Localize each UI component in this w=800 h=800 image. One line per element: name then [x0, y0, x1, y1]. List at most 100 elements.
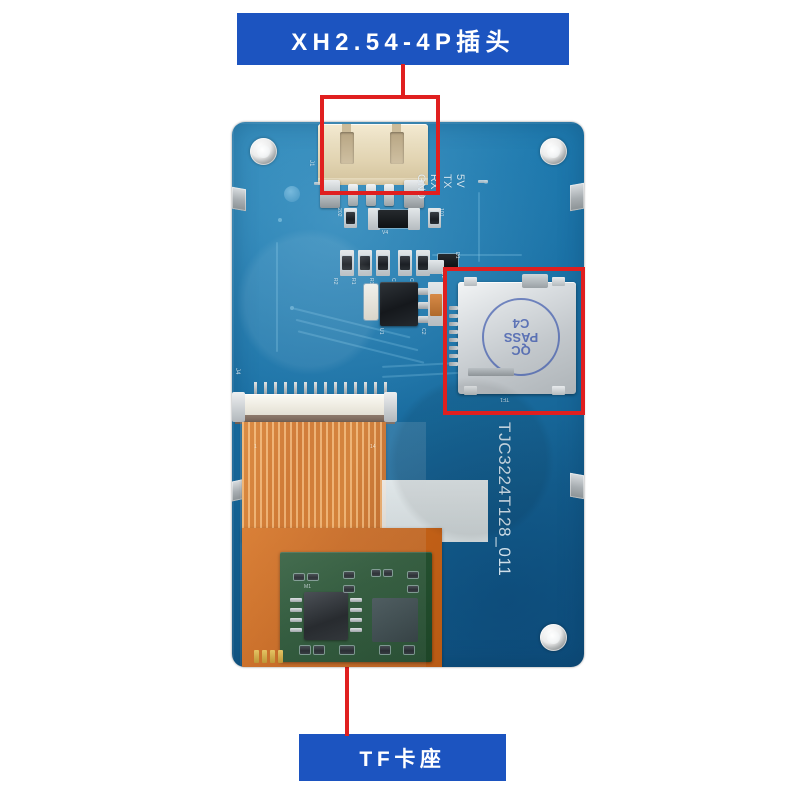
board-edge-top — [232, 122, 584, 124]
capacitor-tantalum — [364, 284, 378, 320]
ffc-pin-number-last: 14 — [370, 444, 376, 450]
u1-leg-1 — [418, 288, 434, 295]
edge-tab-right-upper — [570, 182, 584, 212]
fpc-ear-left — [232, 392, 245, 422]
capacitor-c1 — [400, 256, 410, 270]
silkscreen-v4: V4 — [382, 230, 389, 236]
gold-finger-3 — [270, 650, 275, 663]
tf-clip-top-left — [464, 277, 477, 286]
ic-leg-r4 — [350, 628, 362, 632]
tf-contact-6 — [449, 346, 458, 350]
gold-finger-4 — [278, 650, 283, 663]
silkscreen-j4: J4 — [234, 368, 240, 375]
silkscreen-r1: R1 — [350, 278, 356, 285]
silkscreen-pin-5v: 5V — [454, 174, 466, 188]
fpc-pin-12 — [364, 382, 367, 395]
tf-contact-3 — [449, 322, 458, 326]
lcd-smd-8 — [408, 586, 418, 592]
lcd-smd-4 — [372, 570, 380, 576]
highlight-box-connector — [320, 95, 440, 195]
ic-leg-l2 — [290, 608, 302, 612]
fpc-pin-4 — [284, 382, 287, 395]
ffc-ribbon-cable — [242, 422, 386, 542]
fpc-pin-1 — [254, 382, 257, 395]
tf-contact-2 — [449, 314, 458, 318]
ic-leg-r1 — [350, 598, 362, 602]
silkscreen-j1: J1 — [308, 160, 314, 167]
ffc-pin-number-first: 1 — [254, 444, 257, 450]
silkscreen-d1: D1 — [454, 252, 460, 259]
tf-clip-bottom-left — [464, 386, 477, 395]
tf-contact-4 — [449, 330, 458, 334]
lcd-smd-6 — [408, 572, 418, 578]
fpc-pin-2 — [264, 382, 267, 395]
silk-dash-right — [478, 180, 488, 183]
fpc-pin-9 — [334, 382, 337, 395]
via-2 — [290, 306, 294, 310]
tf-contact-1 — [449, 306, 458, 310]
tf-contact-7 — [449, 354, 458, 358]
capacitor-c2 — [430, 294, 442, 316]
fpc-pin-3 — [274, 382, 277, 395]
u1-leg-3 — [418, 316, 434, 323]
tf-card-socket[interactable]: QC PASS C4 — [458, 274, 576, 395]
lcd-smd-9 — [300, 646, 310, 654]
fpc-pin-5 — [294, 382, 297, 395]
lcd-smd-1 — [294, 574, 304, 580]
fpc-pin-8 — [324, 382, 327, 395]
pad-diode-left — [368, 208, 380, 230]
pad-extra — [428, 260, 444, 274]
lcd-smd-13 — [404, 646, 414, 654]
highlight-box-tf-card — [443, 267, 585, 415]
mounting-hole-top-left — [250, 138, 277, 165]
callout-label-connector: XH2.54-4P插头 — [238, 14, 568, 64]
test-pad-round — [284, 186, 300, 202]
fpc-pin-11 — [354, 382, 357, 395]
xh-pin-2 — [366, 184, 376, 206]
resistor-r2 — [342, 256, 352, 270]
gold-finger-2 — [262, 650, 267, 663]
regulator-u1 — [380, 282, 418, 326]
lcd-smd-2 — [308, 574, 318, 580]
fpc-pin-13 — [374, 382, 377, 395]
fpc-ear-right — [384, 392, 397, 422]
mounting-hole-bottom-right — [540, 624, 567, 651]
fpc-pin-10 — [344, 382, 347, 395]
tf-contact-8 — [449, 362, 458, 366]
edge-tab-left-upper — [232, 186, 246, 212]
silk-dash-left — [314, 182, 324, 185]
lcd-driver-ic — [304, 592, 348, 640]
fpc-pin-7 — [314, 382, 317, 395]
leader-line-connector — [401, 64, 405, 97]
fpc-lock-bar[interactable] — [235, 415, 395, 424]
ic-leg-l3 — [290, 618, 302, 622]
xh-connector-housing — [318, 124, 428, 182]
tf-detect-switch — [468, 368, 514, 376]
lcd-smd-7 — [344, 586, 354, 592]
ic-leg-r3 — [350, 618, 362, 622]
tf-clip-top-right — [552, 277, 565, 286]
fpc-pin-14 — [384, 382, 387, 395]
resistor-101 — [430, 212, 439, 224]
xh-connector-lip — [318, 178, 428, 185]
diode-v4 — [378, 210, 412, 228]
lcd-secondary-ic — [372, 598, 418, 642]
tf-clip-bottom-right — [552, 386, 565, 395]
trace-8 — [478, 192, 480, 262]
lcd-smd-10 — [314, 646, 324, 654]
u1-leg-2 — [418, 302, 434, 309]
capacitor-c3 — [418, 256, 428, 270]
via-1 — [278, 218, 282, 222]
mounting-hole-top-right — [540, 138, 567, 165]
callout-label-tf-card: TF卡座 — [300, 735, 505, 780]
lcd-smd-11 — [340, 646, 354, 654]
pcb-board: J1 5V TX RX GND 202 V4 101 R2 R1 R3 — [232, 122, 584, 667]
silkscreen-pin-tx: TX — [441, 174, 453, 189]
silkscreen-m1: M1 — [304, 584, 312, 590]
trace-7 — [432, 254, 522, 256]
ic-leg-r2 — [350, 608, 362, 612]
resistor-r1 — [360, 256, 370, 270]
resistor-202 — [346, 212, 355, 224]
lcd-driver-pcb: M1 — [280, 552, 432, 662]
